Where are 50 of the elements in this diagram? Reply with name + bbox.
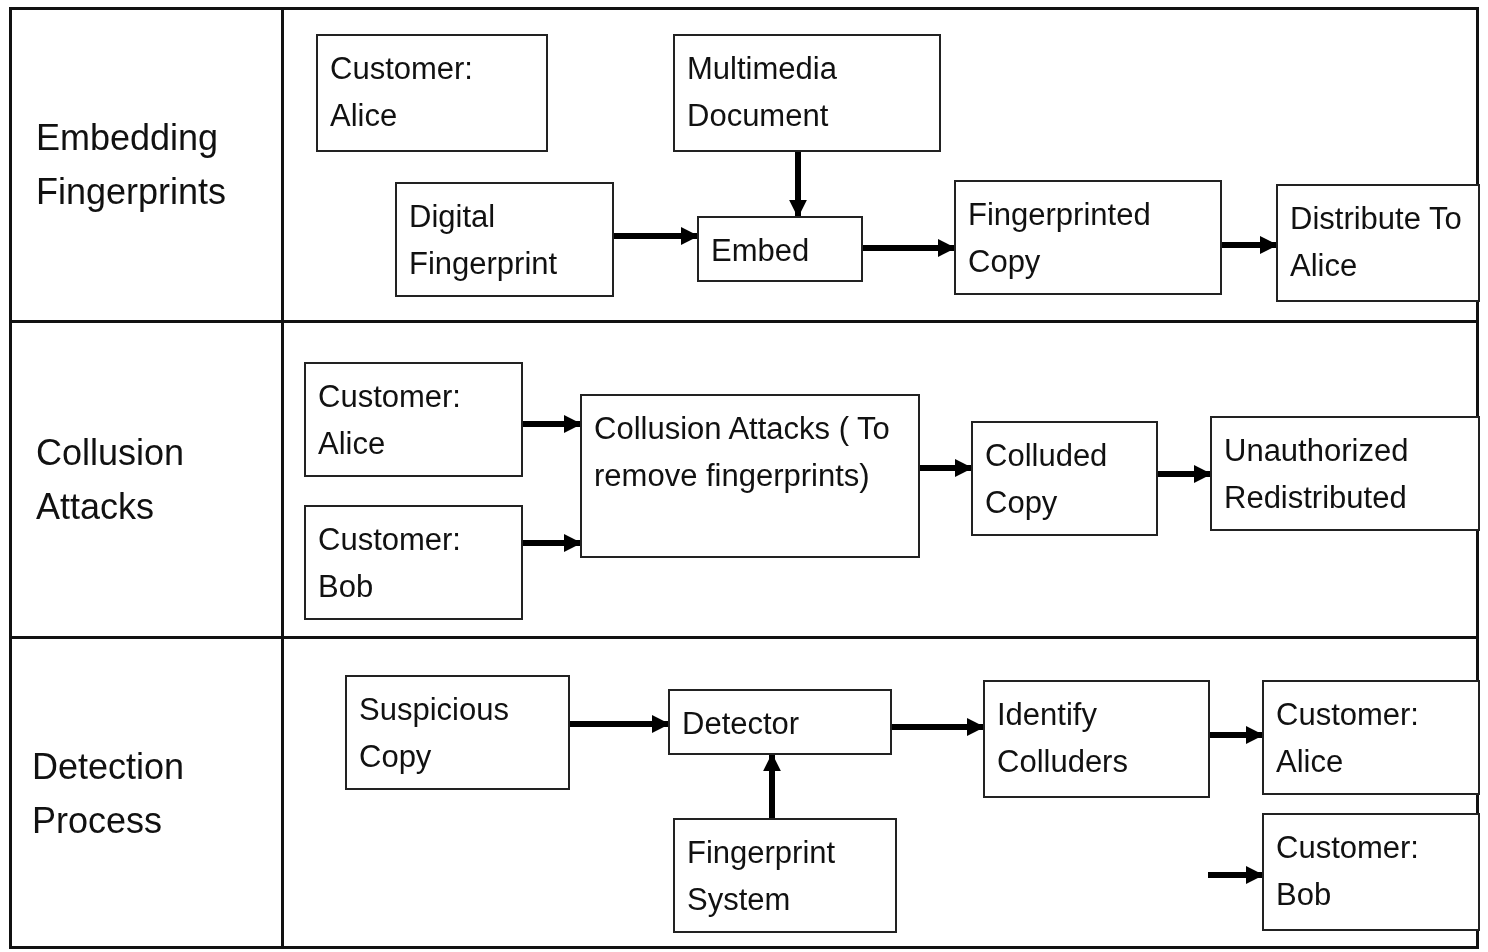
arrow [614, 227, 699, 245]
box-text: Colluded Copy [985, 437, 1109, 522]
arrow [570, 715, 670, 733]
section-title: Detection Process [32, 745, 186, 843]
process-box [1210, 416, 1480, 531]
process-box [697, 216, 863, 282]
box-text: Customer: Alice [1276, 696, 1420, 781]
arrow [789, 152, 807, 218]
arrow [1208, 866, 1264, 884]
arrow [523, 415, 582, 433]
arrow [1222, 236, 1278, 254]
arrow [1158, 465, 1212, 483]
process-box [1262, 813, 1480, 931]
arrow [1210, 726, 1264, 744]
box-text: Customer: Bob [1276, 829, 1420, 914]
box-text: Detector [682, 705, 801, 743]
arrow [920, 459, 973, 477]
process-box [983, 680, 1210, 798]
arrow [763, 753, 781, 818]
process-box [954, 180, 1222, 295]
section-title: Embedding Fingerprints [36, 116, 228, 214]
process-box [1262, 680, 1480, 795]
arrow [523, 534, 582, 552]
box-text: Unauthorized Redistributed [1224, 432, 1410, 517]
process-box [304, 362, 523, 477]
box-text: Collusion Attacks ( To remove fingerprints) [594, 410, 891, 495]
box-text: Digital Fingerprint [409, 198, 559, 283]
process-box [971, 421, 1158, 536]
process-box [1276, 184, 1480, 302]
box-text: Multimedia Document [687, 50, 838, 135]
process-box [395, 182, 614, 297]
process-box [345, 675, 570, 790]
box-text: Fingerprint System [687, 834, 837, 919]
box-text: Suspicious Copy [359, 691, 510, 776]
process-box [580, 394, 920, 558]
process-box [304, 505, 523, 620]
box-text: Fingerprinted Copy [968, 196, 1152, 281]
arrow [863, 239, 956, 257]
box-text: Customer: Bob [318, 521, 462, 606]
box-text: Customer: Alice [330, 50, 474, 135]
arrow [892, 718, 985, 736]
process-box [668, 689, 892, 755]
box-text: Embed [711, 232, 811, 270]
process-box [673, 34, 941, 152]
process-box [316, 34, 548, 152]
section-title: Collusion Attacks [36, 431, 186, 529]
process-box [673, 818, 897, 933]
box-text: Distribute To Alice [1290, 200, 1463, 285]
box-text: Customer: Alice [318, 378, 462, 463]
box-text: Identify Colluders [997, 696, 1129, 781]
